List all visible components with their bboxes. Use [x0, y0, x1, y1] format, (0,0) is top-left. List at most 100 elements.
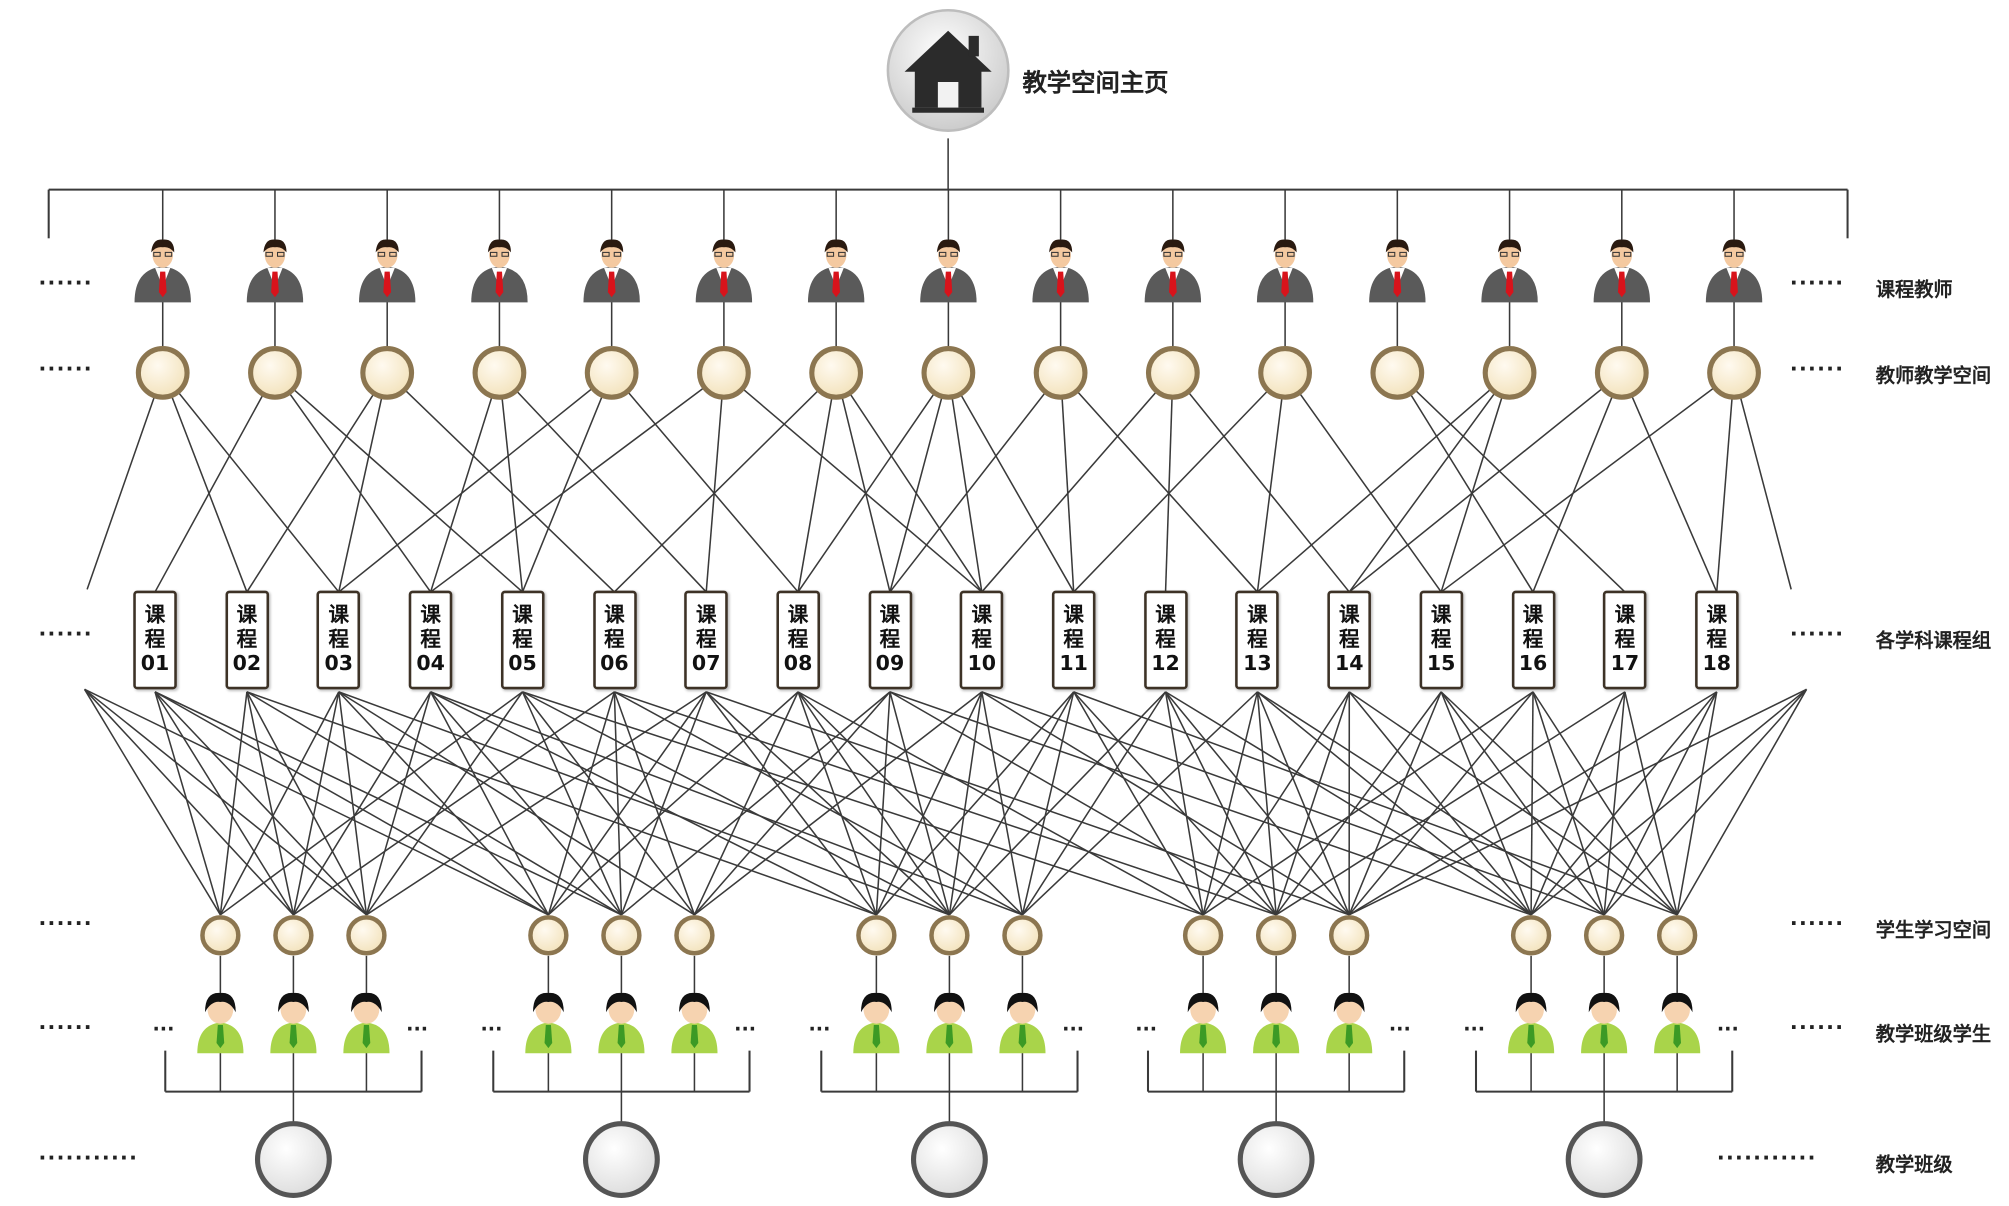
- connector-line: [293, 692, 338, 915]
- teacher-icon: [1706, 239, 1762, 302]
- teacher-icon: [359, 239, 415, 302]
- connector-line: [1625, 692, 1677, 915]
- connector-line: [1257, 692, 1604, 915]
- root-label: 教学空间主页: [1022, 64, 1168, 99]
- connector-line: [1397, 373, 1625, 592]
- row-label-teacher: 课程教师: [1876, 275, 1953, 302]
- row-label-student-space: 学生学习空间: [1876, 916, 1991, 943]
- connector-line: [1533, 373, 1622, 592]
- course-box-number: 04: [411, 651, 449, 675]
- teacher-space-node: [924, 349, 973, 398]
- dots-right-teacher-space: ······: [1790, 356, 1844, 380]
- connector-line: [1074, 373, 1285, 592]
- class-group-ellipsis-right: ···: [406, 1017, 428, 1040]
- student-icon: [270, 993, 316, 1053]
- connector-line: [890, 373, 1061, 592]
- dots-left-class: ···········: [38, 1145, 138, 1169]
- teacher-icon: [1369, 239, 1425, 302]
- connector-line: [522, 373, 611, 592]
- teacher-icon: [583, 239, 639, 302]
- teacher-icon: [920, 239, 976, 302]
- student-space-node: [1513, 917, 1549, 953]
- student-space-node: [1331, 917, 1367, 953]
- course-box-number: 15: [1422, 651, 1460, 675]
- course-box-chars: 课程: [503, 593, 541, 651]
- course-box-chars: 课程: [1054, 593, 1092, 651]
- connector-line: [247, 692, 294, 915]
- connector-line: [706, 692, 949, 915]
- student-space-node: [1258, 917, 1294, 953]
- connector-line: [1533, 692, 1604, 915]
- connector-line: [522, 692, 694, 915]
- connector-line: [1734, 373, 1791, 590]
- connector-line: [836, 373, 982, 592]
- course-box-chars: 课程: [687, 593, 725, 651]
- course-box-number: 02: [228, 651, 266, 675]
- connector-line: [366, 692, 430, 915]
- course-box-number: 06: [595, 651, 633, 675]
- student-icon: [671, 993, 717, 1053]
- teacher-space-node: [1485, 349, 1534, 398]
- course-box-number: 05: [503, 651, 541, 675]
- course-box-number: 01: [136, 651, 174, 675]
- student-icon: [343, 993, 389, 1053]
- teacher-space-node: [1373, 349, 1422, 398]
- class-group-ellipsis-right: ···: [734, 1017, 756, 1040]
- teacher-space-node: [700, 349, 749, 398]
- course-box-number: 13: [1238, 651, 1276, 675]
- connector-line: [387, 373, 614, 592]
- course-box-number: 17: [1606, 651, 1644, 675]
- student-icon: [1326, 993, 1372, 1053]
- teacher-icon: [696, 239, 752, 302]
- student-icon: [1508, 993, 1554, 1053]
- connector-line: [155, 692, 366, 915]
- student-space-node: [603, 917, 639, 953]
- class-group-ellipsis-left: ···: [808, 1017, 830, 1040]
- course-box-chars: 课程: [1698, 593, 1736, 651]
- teacher-icon: [1257, 239, 1313, 302]
- connector-line: [431, 373, 500, 592]
- connector-line: [163, 373, 247, 592]
- class-node: [1568, 1124, 1640, 1196]
- class-group-ellipsis-left: ···: [1135, 1017, 1157, 1040]
- dots-left-student: ······: [38, 1015, 92, 1039]
- class-group-ellipsis-left: ···: [152, 1017, 174, 1040]
- student-icon: [598, 993, 644, 1053]
- connector-line: [1349, 692, 1677, 915]
- connector-line: [1022, 692, 1073, 915]
- row-label-student: 教学班级学生: [1876, 1020, 1991, 1047]
- class-node: [586, 1124, 658, 1196]
- course-box-chars: 课程: [779, 593, 817, 651]
- connector-line: [614, 692, 621, 915]
- student-space-node: [858, 917, 894, 953]
- teacher-icon: [471, 239, 527, 302]
- dots-right-teacher: ······: [1790, 270, 1844, 294]
- student-space-node: [275, 917, 311, 953]
- teacher-icon: [808, 239, 864, 302]
- connector-line: [1257, 692, 1349, 915]
- teacher-icon: [1032, 239, 1088, 302]
- teacher-icon: [1145, 239, 1201, 302]
- course-box-chars: 课程: [136, 593, 174, 651]
- connector-line: [499, 373, 522, 592]
- course-box-chars: 课程: [963, 593, 1001, 651]
- connector-line: [1257, 692, 1531, 915]
- student-space-node: [1185, 917, 1221, 953]
- teacher-icon: [247, 239, 303, 302]
- student-icon: [1180, 993, 1226, 1053]
- connector-line: [431, 692, 1023, 915]
- class-group-ellipsis-left: ···: [480, 1017, 502, 1040]
- teacher-space-node: [587, 349, 636, 398]
- connector-line: [614, 692, 1022, 915]
- connector-line: [1349, 692, 1441, 915]
- course-box-chars: 课程: [871, 593, 909, 651]
- student-icon: [1654, 993, 1700, 1053]
